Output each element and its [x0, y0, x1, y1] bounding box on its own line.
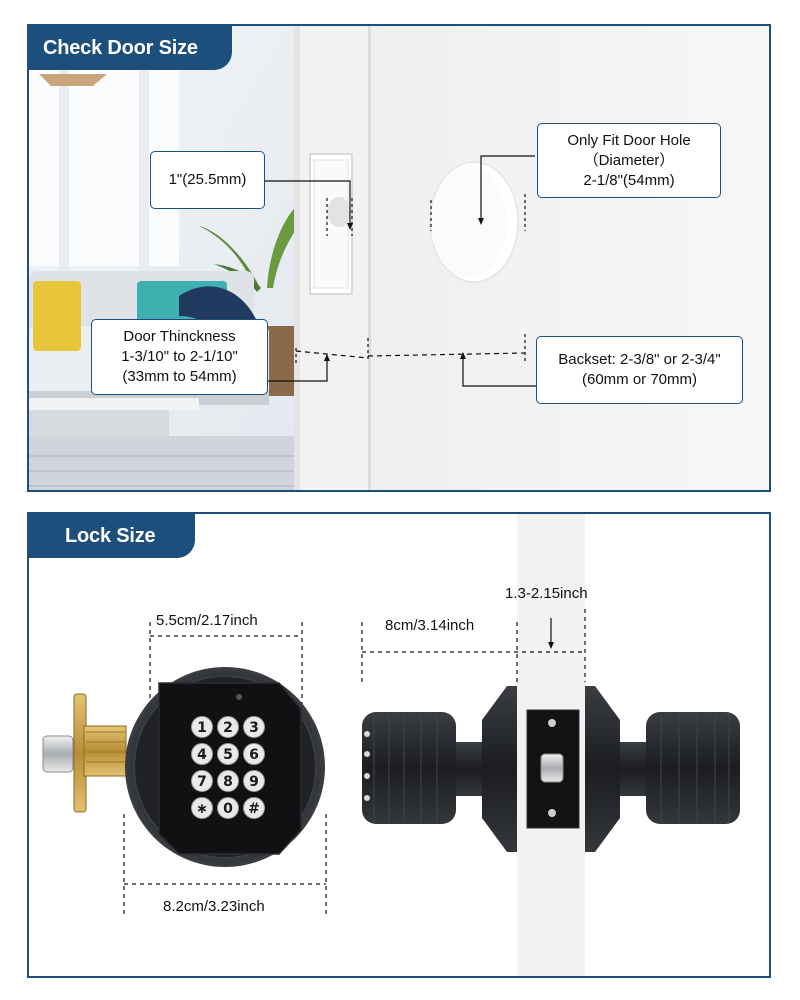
keypad-key: 5 [217, 743, 239, 765]
keypad-key: 4 [191, 743, 213, 765]
latch-width-callout: 1"(25.5mm) [150, 151, 265, 209]
door-range-label: 1.3-2.15inch [505, 585, 588, 602]
backset-callout: Backset: 2-3/8" or 2-3/4" (60mm or 70mm) [536, 336, 743, 404]
keypad-key: 0 [217, 797, 239, 819]
thickness-label-line2: 1-3/10" to 2-1/10" [121, 348, 238, 365]
thickness-label-line1: Door Thinckness [123, 328, 236, 345]
thickness-label-line3: (33mm to 54mm) [122, 368, 237, 385]
keypad-key-label: 1 [197, 720, 207, 736]
backset-label-line1: Backset: 2-3/8" or 2-3/4" [558, 351, 721, 368]
dimension-lines [259, 155, 539, 387]
hole-diameter-callout: Only Fit Door Hole （Diameter） 2-1/8"(54m… [537, 123, 721, 198]
keypad-key-label: 8 [223, 774, 233, 790]
keypad-key-label: 4 [197, 747, 207, 763]
keypad-key-label: 0 [223, 801, 233, 817]
keypad-key: 6 [243, 743, 265, 765]
lock-size-panel: Lock Size [27, 512, 771, 978]
knob-length-label: 8cm/3.14inch [385, 617, 475, 634]
side-table [29, 398, 199, 410]
keypad-key-label: 7 [197, 774, 207, 790]
keypad-key: 9 [243, 770, 265, 792]
door-thickness-callout: Door Thinckness 1-3/10" to 2-1/10" (33mm… [91, 319, 268, 395]
keypad-width-label: 5.5cm/2.17inch [156, 612, 258, 629]
latch-width-label: 1"(25.5mm) [168, 171, 247, 188]
lock-size-title: Lock Size [29, 514, 196, 558]
lock-knob-assembly [362, 686, 740, 852]
keypad-key: 8 [217, 770, 239, 792]
keypad-key-label: # [248, 801, 260, 817]
latch-bore [327, 197, 351, 227]
door-size-title: Check Door Size [29, 26, 232, 70]
keypad-key: 7 [191, 770, 213, 792]
keypad-key: ∗ [191, 797, 213, 819]
keypad-key: 3 [243, 716, 265, 738]
hole-label-line2: （Diameter） [583, 151, 675, 169]
rose-diameter-label: 8.2cm/3.23inch [163, 898, 265, 915]
rug [29, 436, 299, 490]
keypad-key: # [243, 797, 265, 819]
keypad-key-label: 5 [223, 747, 233, 763]
backset-label-line2: (60mm or 70mm) [581, 371, 697, 388]
door-face [368, 26, 769, 490]
keypad-key-label: 2 [223, 720, 233, 736]
door-size-panel: Check Door Size [27, 24, 771, 492]
hole-label-line1: Only Fit Door Hole [567, 131, 691, 149]
hole-label-line3: 2-1/8"(54mm) [583, 171, 675, 189]
latch-assembly [42, 693, 127, 813]
keypad-key-label: 9 [249, 774, 259, 790]
keypad-key-label: 6 [249, 747, 259, 763]
keypad-key-label: ∗ [196, 801, 208, 817]
keypad-key: 1 [191, 716, 213, 738]
lamp [39, 74, 107, 86]
keypad-key: 2 [217, 716, 239, 738]
keypad-dimension-lines [123, 622, 327, 914]
knob-dimension-lines [361, 609, 586, 682]
keypad-rose [125, 667, 325, 867]
door-scene [29, 26, 769, 490]
keypad-key-label: 3 [249, 720, 259, 736]
